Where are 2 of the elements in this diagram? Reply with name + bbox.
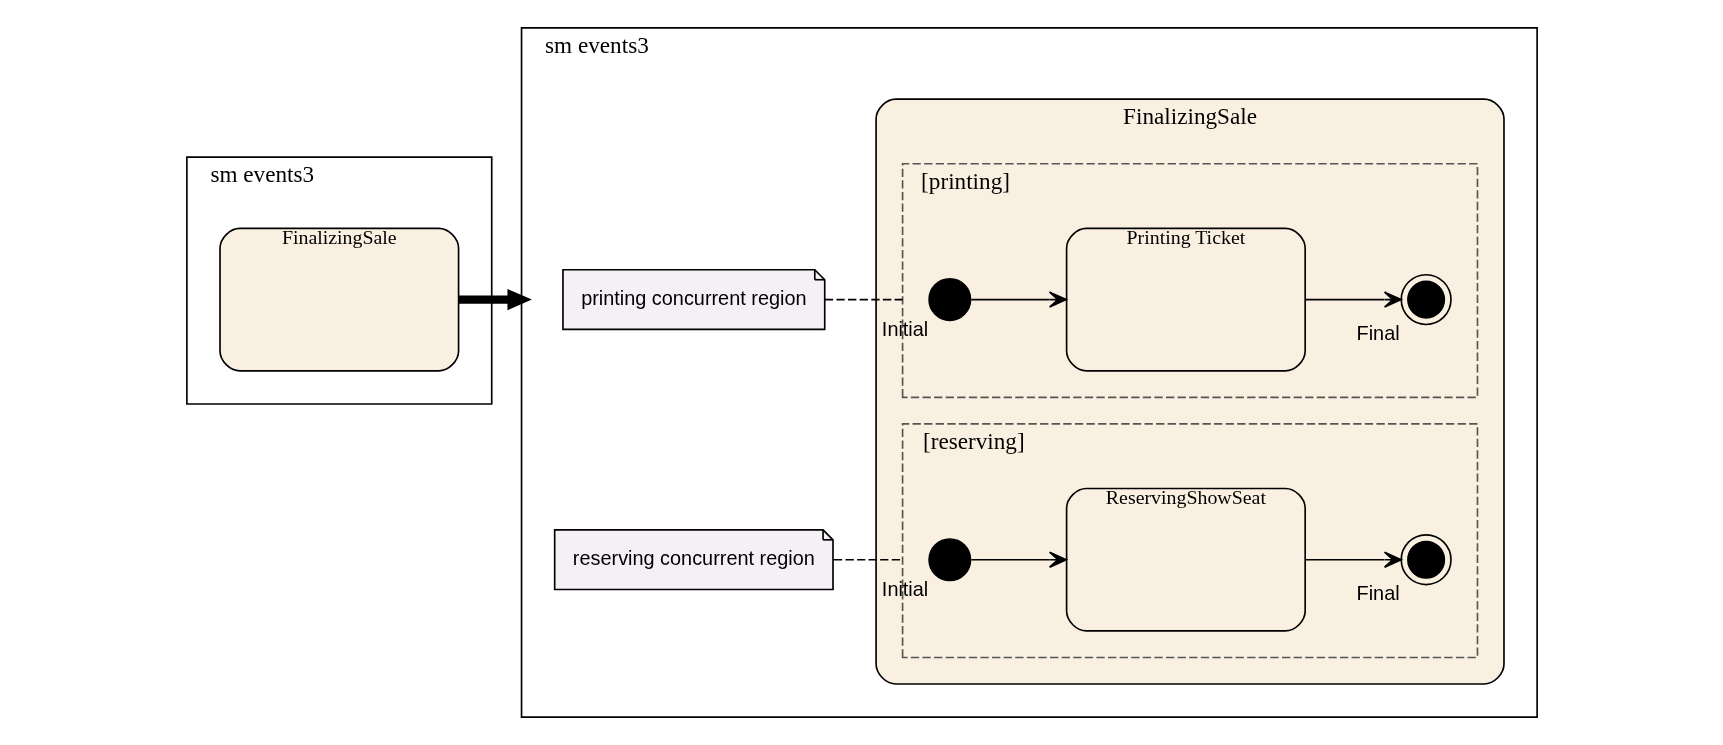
node-label: Final (1356, 322, 1400, 345)
node-label: Final (1356, 582, 1400, 605)
